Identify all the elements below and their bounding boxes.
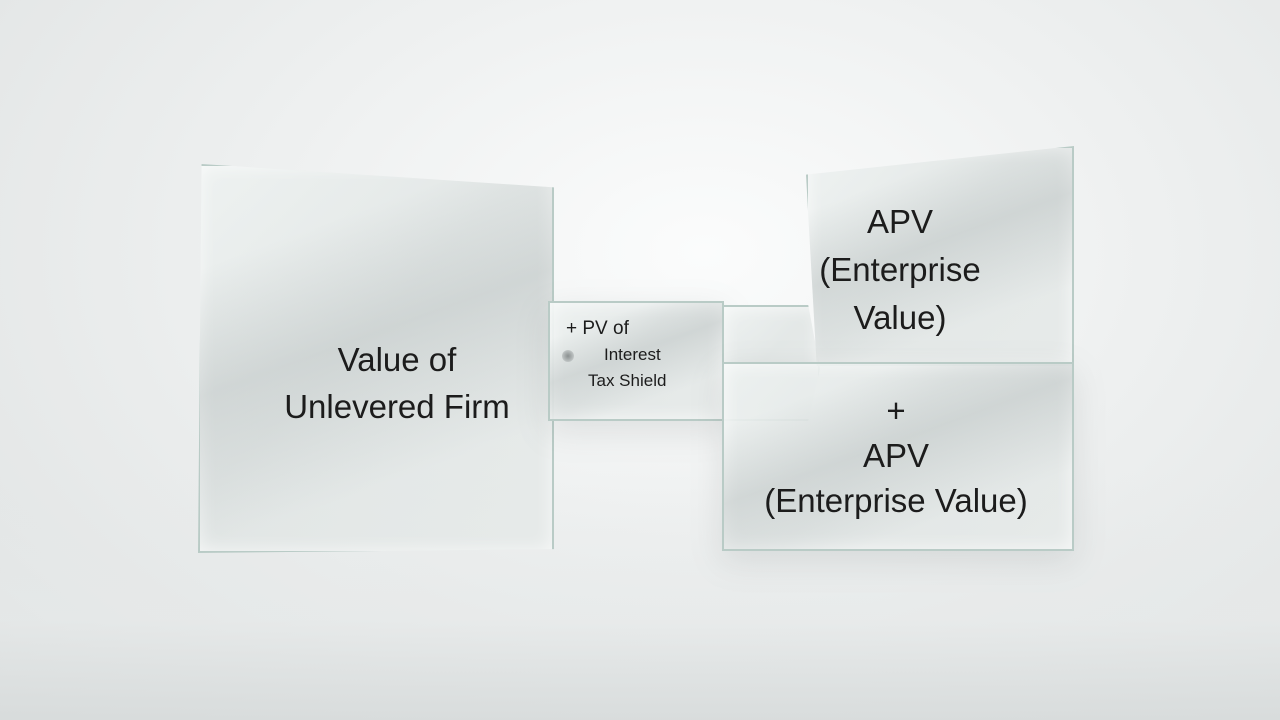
floor-reflection [0, 470, 1280, 720]
apv-top-line3: Value) [853, 299, 947, 336]
apv-bottom-label: + APV (Enterprise Value) [722, 388, 1070, 523]
tax-shield-label: Tax Shield [588, 371, 667, 390]
apv-top-label: APV (Enterprise Value) [790, 198, 1010, 342]
unlevered-firm-line1: Value of [337, 341, 457, 378]
unlevered-firm-line2: Unlevered Firm [284, 388, 510, 425]
apv-bottom-line3: (Enterprise Value) [764, 482, 1028, 519]
bullet-dot [562, 350, 574, 362]
pv-of-label: + PV of [566, 318, 629, 339]
unlevered-firm-label: Value of Unlevered Firm [222, 336, 572, 430]
apv-top-line2: (Enterprise [819, 251, 981, 288]
interest-label: Interest [604, 345, 661, 364]
apv-top-line1: APV [866, 203, 934, 240]
apv-bottom-line2: APV [862, 437, 930, 474]
plus-sign: + [886, 392, 906, 429]
